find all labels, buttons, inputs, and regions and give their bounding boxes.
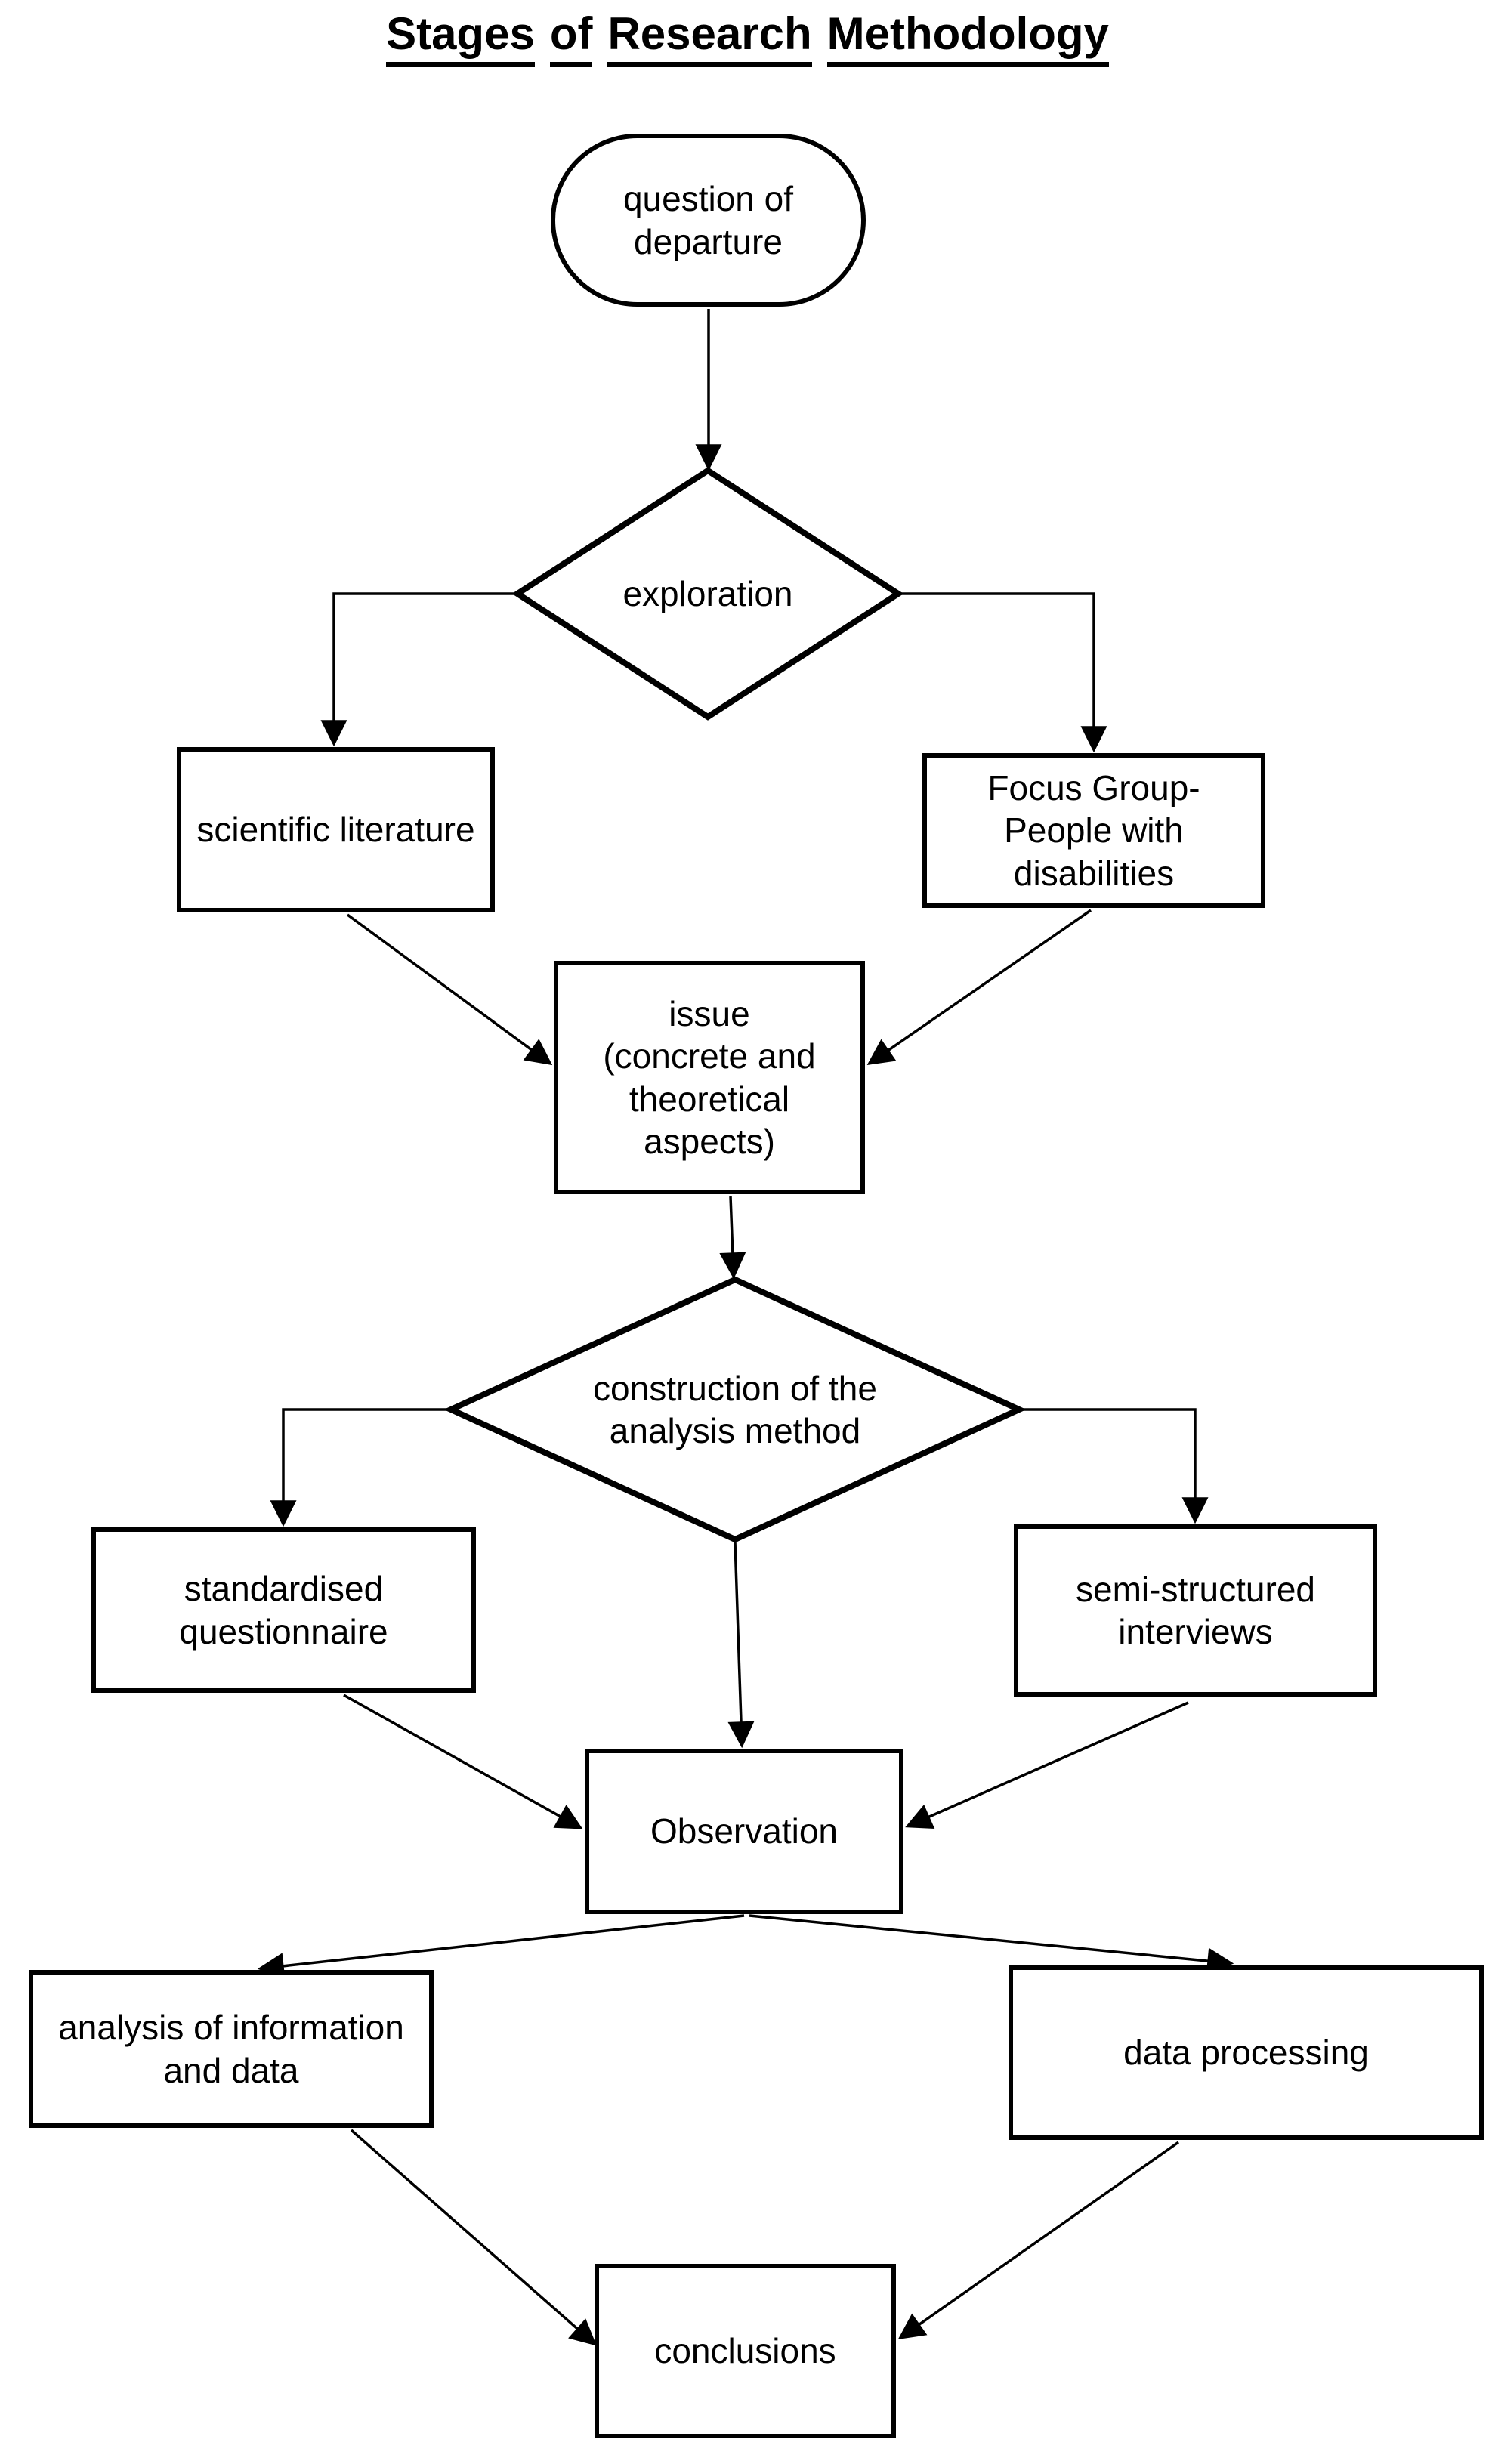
node-issue: issue (concrete and theoretical aspects) (554, 961, 865, 1194)
edge-construction-to-semi (1019, 1408, 1209, 1524)
edge-issue-to-construction (719, 1196, 746, 1280)
edge-exploration-to-focus (898, 592, 1107, 753)
edge-construction-to-observation (727, 1541, 755, 1749)
node-semi-structured-interviews: semi-structured interviews (1014, 1524, 1377, 1697)
diamond-exploration (511, 467, 904, 721)
node-exploration: exploration (622, 573, 793, 613)
node-conclusions: conclusions (595, 2264, 896, 2438)
node-question-of-departure: question of departure (551, 134, 866, 307)
node-focus-group: Focus Group- People with disabilities (922, 753, 1265, 908)
edge-semi-to-observation (905, 1701, 1189, 1829)
edge-scientific-to-issue (346, 913, 553, 1066)
node-data-processing: data processing (1009, 1965, 1484, 2140)
edge-observation-to-dataprocessing (749, 1914, 1234, 1975)
node-standardised-questionnaire: standardised questionnaire (91, 1527, 476, 1693)
title-word: Research (607, 8, 812, 67)
node-construction-of-analysis-method: construction of the analysis method (593, 1368, 877, 1450)
edge-construction-to-standardised (270, 1408, 451, 1527)
edge-standardised-to-observation (343, 1694, 583, 1829)
title-word: Stages (386, 8, 535, 67)
node-observation: Observation (585, 1749, 903, 1914)
title-word: of (549, 8, 593, 67)
node-scientific-literature: scientific literature (177, 747, 495, 912)
title-word: Methodology (826, 8, 1109, 67)
node-analysis-of-information-and-data: analysis of information and data (29, 1970, 434, 2128)
edge-dataprocessing-to-conclusions (897, 2141, 1180, 2340)
edge-observation-to-analysis (257, 1914, 745, 1980)
edge-exploration-to-scientific (320, 592, 517, 747)
edge-analysis-to-conclusions (350, 2129, 597, 2346)
diamond-construction (443, 1276, 1027, 1543)
edge-focus-to-issue (866, 909, 1092, 1065)
